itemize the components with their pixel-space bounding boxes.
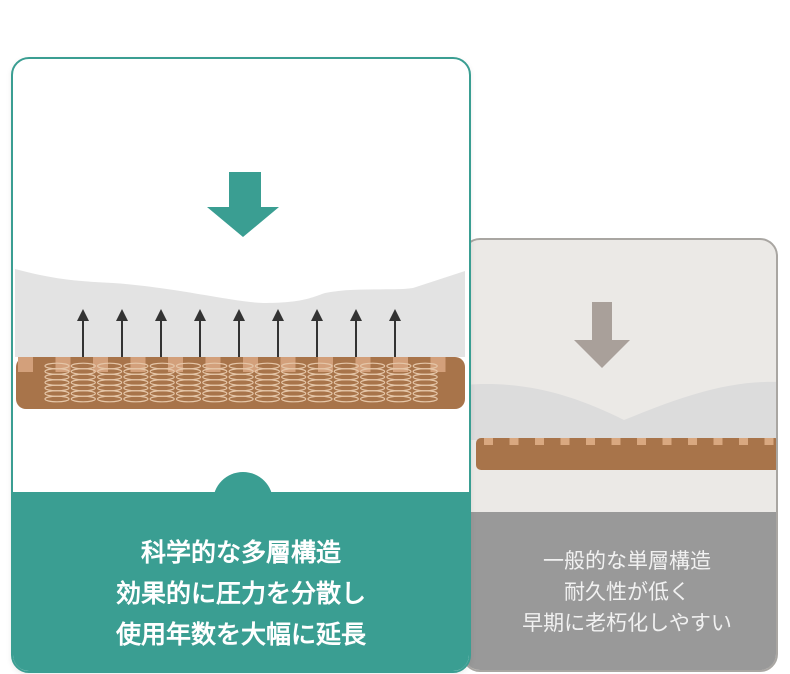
spring-icon	[175, 362, 202, 403]
single-layer-caption: 一般的な単層構造 耐久性が低く 早期に老朽化しやすい	[464, 512, 776, 670]
spring-icon	[96, 362, 123, 403]
up-arrow-icon	[272, 309, 284, 357]
pressure-arrow-icon	[574, 302, 630, 368]
spring-icon	[228, 362, 254, 403]
mattress-tab	[18, 357, 33, 372]
caption-line: 早期に老朽化しやすい	[522, 611, 732, 635]
mattress-tab	[611, 438, 621, 445]
spring-icon	[412, 362, 438, 403]
spring-icon	[360, 362, 386, 403]
up-arrow-icon	[311, 309, 323, 357]
up-arrow-icon	[116, 309, 128, 357]
spring-icon	[44, 362, 70, 403]
spring-icon	[254, 362, 280, 403]
mattress-tab	[662, 438, 672, 445]
single-layer-illustration	[464, 302, 776, 470]
multi-layer-illustration	[15, 172, 465, 409]
pressure-arrow-icon	[207, 172, 279, 237]
single-layer-card: 一般的な単層構造 耐久性が低く 早期に老朽化しやすい	[462, 238, 778, 672]
mattress-tab	[688, 438, 697, 445]
spring-icon	[70, 362, 96, 403]
caption-line: 効果的に圧力を分散し	[115, 579, 366, 608]
multi-layer-caption: 科学的な多層構造 効果的に圧力を分散し 使用年数を大幅に延長	[13, 492, 469, 671]
mattress-tab	[484, 438, 493, 445]
spring-icon	[202, 362, 228, 403]
multi-layer-card: 科学的な多層構造 効果的に圧力を分散し 使用年数を大幅に延長	[11, 57, 471, 673]
up-arrow-icon	[389, 309, 401, 357]
up-arrow-icon	[77, 309, 89, 357]
mattress-tab	[713, 438, 723, 445]
mattress-tab	[764, 438, 774, 445]
mattress-tab	[560, 438, 570, 445]
spring-icon	[307, 362, 333, 403]
up-arrow-icon	[350, 309, 362, 357]
body-shape	[464, 381, 776, 440]
spring-icon	[123, 362, 149, 403]
caption-line: 科学的な多層構造	[140, 538, 341, 567]
up-arrow-icon	[194, 309, 206, 357]
mattress-tab	[509, 438, 519, 445]
up-arrow-icon	[233, 309, 245, 357]
spring-icon	[333, 362, 359, 403]
spring-icon	[386, 362, 412, 403]
spring-icon	[149, 362, 175, 403]
caption-line: 耐久性が低く	[564, 580, 690, 604]
mattress-tab	[739, 438, 748, 445]
springs	[44, 362, 438, 403]
mattress-tab	[535, 438, 544, 445]
mattress-tabs	[484, 438, 774, 445]
mattress-layer	[476, 438, 776, 470]
spring-icon	[281, 362, 307, 403]
mattress-tab	[586, 438, 595, 445]
support-arrows	[77, 309, 401, 357]
mattress-tab	[637, 438, 646, 445]
caption-line: 使用年数を大幅に延長	[115, 620, 366, 649]
caption-line: 一般的な単層構造	[543, 549, 711, 573]
up-arrow-icon	[155, 309, 167, 357]
